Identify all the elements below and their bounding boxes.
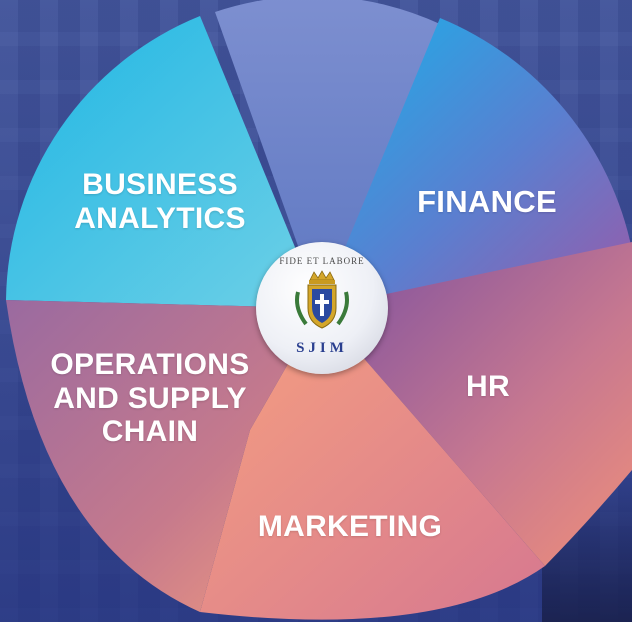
segment-operations xyxy=(6,300,320,612)
label-hr: HR xyxy=(466,370,510,403)
label-business-analytics-line1: BUSINESS xyxy=(82,168,238,201)
label-operations-line2: AND SUPPLY xyxy=(53,381,247,415)
logo-motto: FIDE ET LABORE xyxy=(279,256,365,266)
segment-business-analytics xyxy=(6,16,320,308)
segment-top xyxy=(215,0,440,308)
label-operations-line3: CHAIN xyxy=(101,415,199,449)
label-operations-line1: OPERATIONS xyxy=(50,348,250,381)
logo-name: SJIM xyxy=(296,340,348,356)
segment-finance xyxy=(320,18,632,308)
label-business-analytics: BUSINESS ANALYTICS xyxy=(70,168,250,235)
label-finance: FINANCE xyxy=(417,184,557,219)
label-marketing: MARKETING xyxy=(257,510,443,543)
sjim-logo: FIDE ET LABORE SJIM xyxy=(256,242,388,374)
segment-hr xyxy=(320,242,632,566)
segment-marketing xyxy=(200,308,545,620)
crest-icon xyxy=(295,270,349,329)
label-operations: OPERATIONS AND SUPPLY CHAIN xyxy=(40,348,260,449)
label-business-analytics-line2: ANALYTICS xyxy=(74,201,246,235)
